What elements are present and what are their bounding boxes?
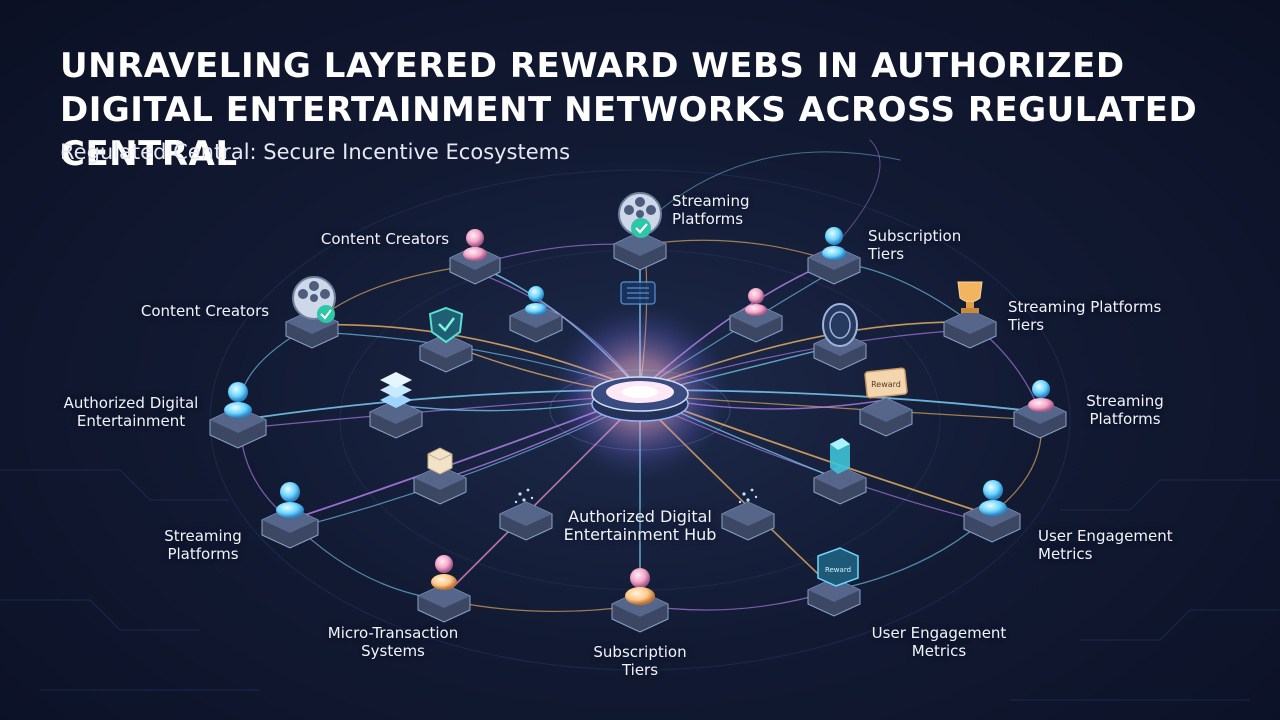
node-crystal [813,438,867,505]
label-content-creators-top: Content Creators [320,230,450,248]
check-badge-icon [317,305,335,323]
label-subscription-tiers-bottom: Subscription Tiers [593,643,687,679]
user-icon [983,480,1003,500]
node-subscription-tiers-bottom [611,568,669,633]
sparkle-icon [514,488,534,504]
reward-box-icon: Reward [817,547,859,587]
node-user-engagement-right [963,480,1021,543]
user-icon [825,227,843,245]
user-icon [435,555,453,573]
label-user-engagement-right: User Engagement Metrics [1038,527,1173,563]
node-streaming-platforms-right [1013,380,1067,439]
node-user-engagement-bottom: Reward [807,547,861,617]
node-content-creators-left [285,276,339,349]
node-hub-left [499,488,553,541]
link [639,239,836,263]
user-icon [748,288,764,304]
node-server-stack [369,372,423,439]
medallion-icon [822,303,858,347]
label-streaming-platforms-left: Streaming Platforms [164,527,242,563]
node-subscription-tiers-top [807,227,861,285]
node-user-mid-right [729,288,783,343]
label-streaming-platforms-right: Streaming Platforms [1086,392,1164,428]
reward-sign-icon [864,367,908,399]
label-hub: Authorized Digital Entertainment Hub [563,507,717,544]
label-authorized-digital-left: Authorized Digital Entertainment [63,394,199,430]
node-streaming-platforms-top [613,192,667,271]
node-user-mid-left [509,286,563,343]
user-icon [466,229,484,247]
central-hub [550,302,730,482]
link [444,599,641,612]
node-badge-medallion [813,303,867,371]
node-authorized-digital-left [209,382,267,449]
label-streaming-platforms-top: Streaming Platforms [672,192,750,228]
node-streaming-platforms-tiers [943,281,997,349]
node-box-left [413,447,467,505]
reward-box-label: Reward [825,566,851,574]
label-user-engagement-bottom: User Engagement Metrics [871,624,1007,660]
page-subtitle: Regulated Central: Secure Incentive Ecos… [60,140,571,164]
node-shield-chip [620,281,656,305]
link [639,589,836,611]
user-icon [280,482,300,502]
node-reward-sign: Reward [859,367,913,437]
shield-check-icon [428,306,464,344]
user-icon [1032,380,1050,398]
package-icon [427,447,453,475]
label-streaming-platforms-tiers: Streaming Platforms Tiers [1008,298,1162,334]
link [659,151,901,211]
user-icon [528,286,544,302]
crystal-icon [830,438,850,474]
trophy-icon [957,281,983,303]
check-badge-icon [631,218,651,238]
label-subscription-tiers-top: Subscription Tiers [868,227,962,263]
user-icon [630,568,650,588]
sparkle-icon [738,488,758,504]
node-hub-right [721,488,775,541]
node-content-creators-top [449,229,501,285]
node-micro-transaction [417,555,471,623]
label-micro-transaction: Micro-Transaction Systems [327,624,459,660]
server-stack-icon [380,372,412,408]
reward-sign-label: Reward [871,380,901,389]
page-title: UNRAVELING LAYERED REWARD WEBS IN AUTHOR… [60,46,1198,174]
node-shield-check [419,306,473,373]
label-content-creators-left: Content Creators [140,302,270,320]
user-icon [228,382,248,402]
link [839,139,881,241]
node-streaming-platforms-left [261,482,319,549]
